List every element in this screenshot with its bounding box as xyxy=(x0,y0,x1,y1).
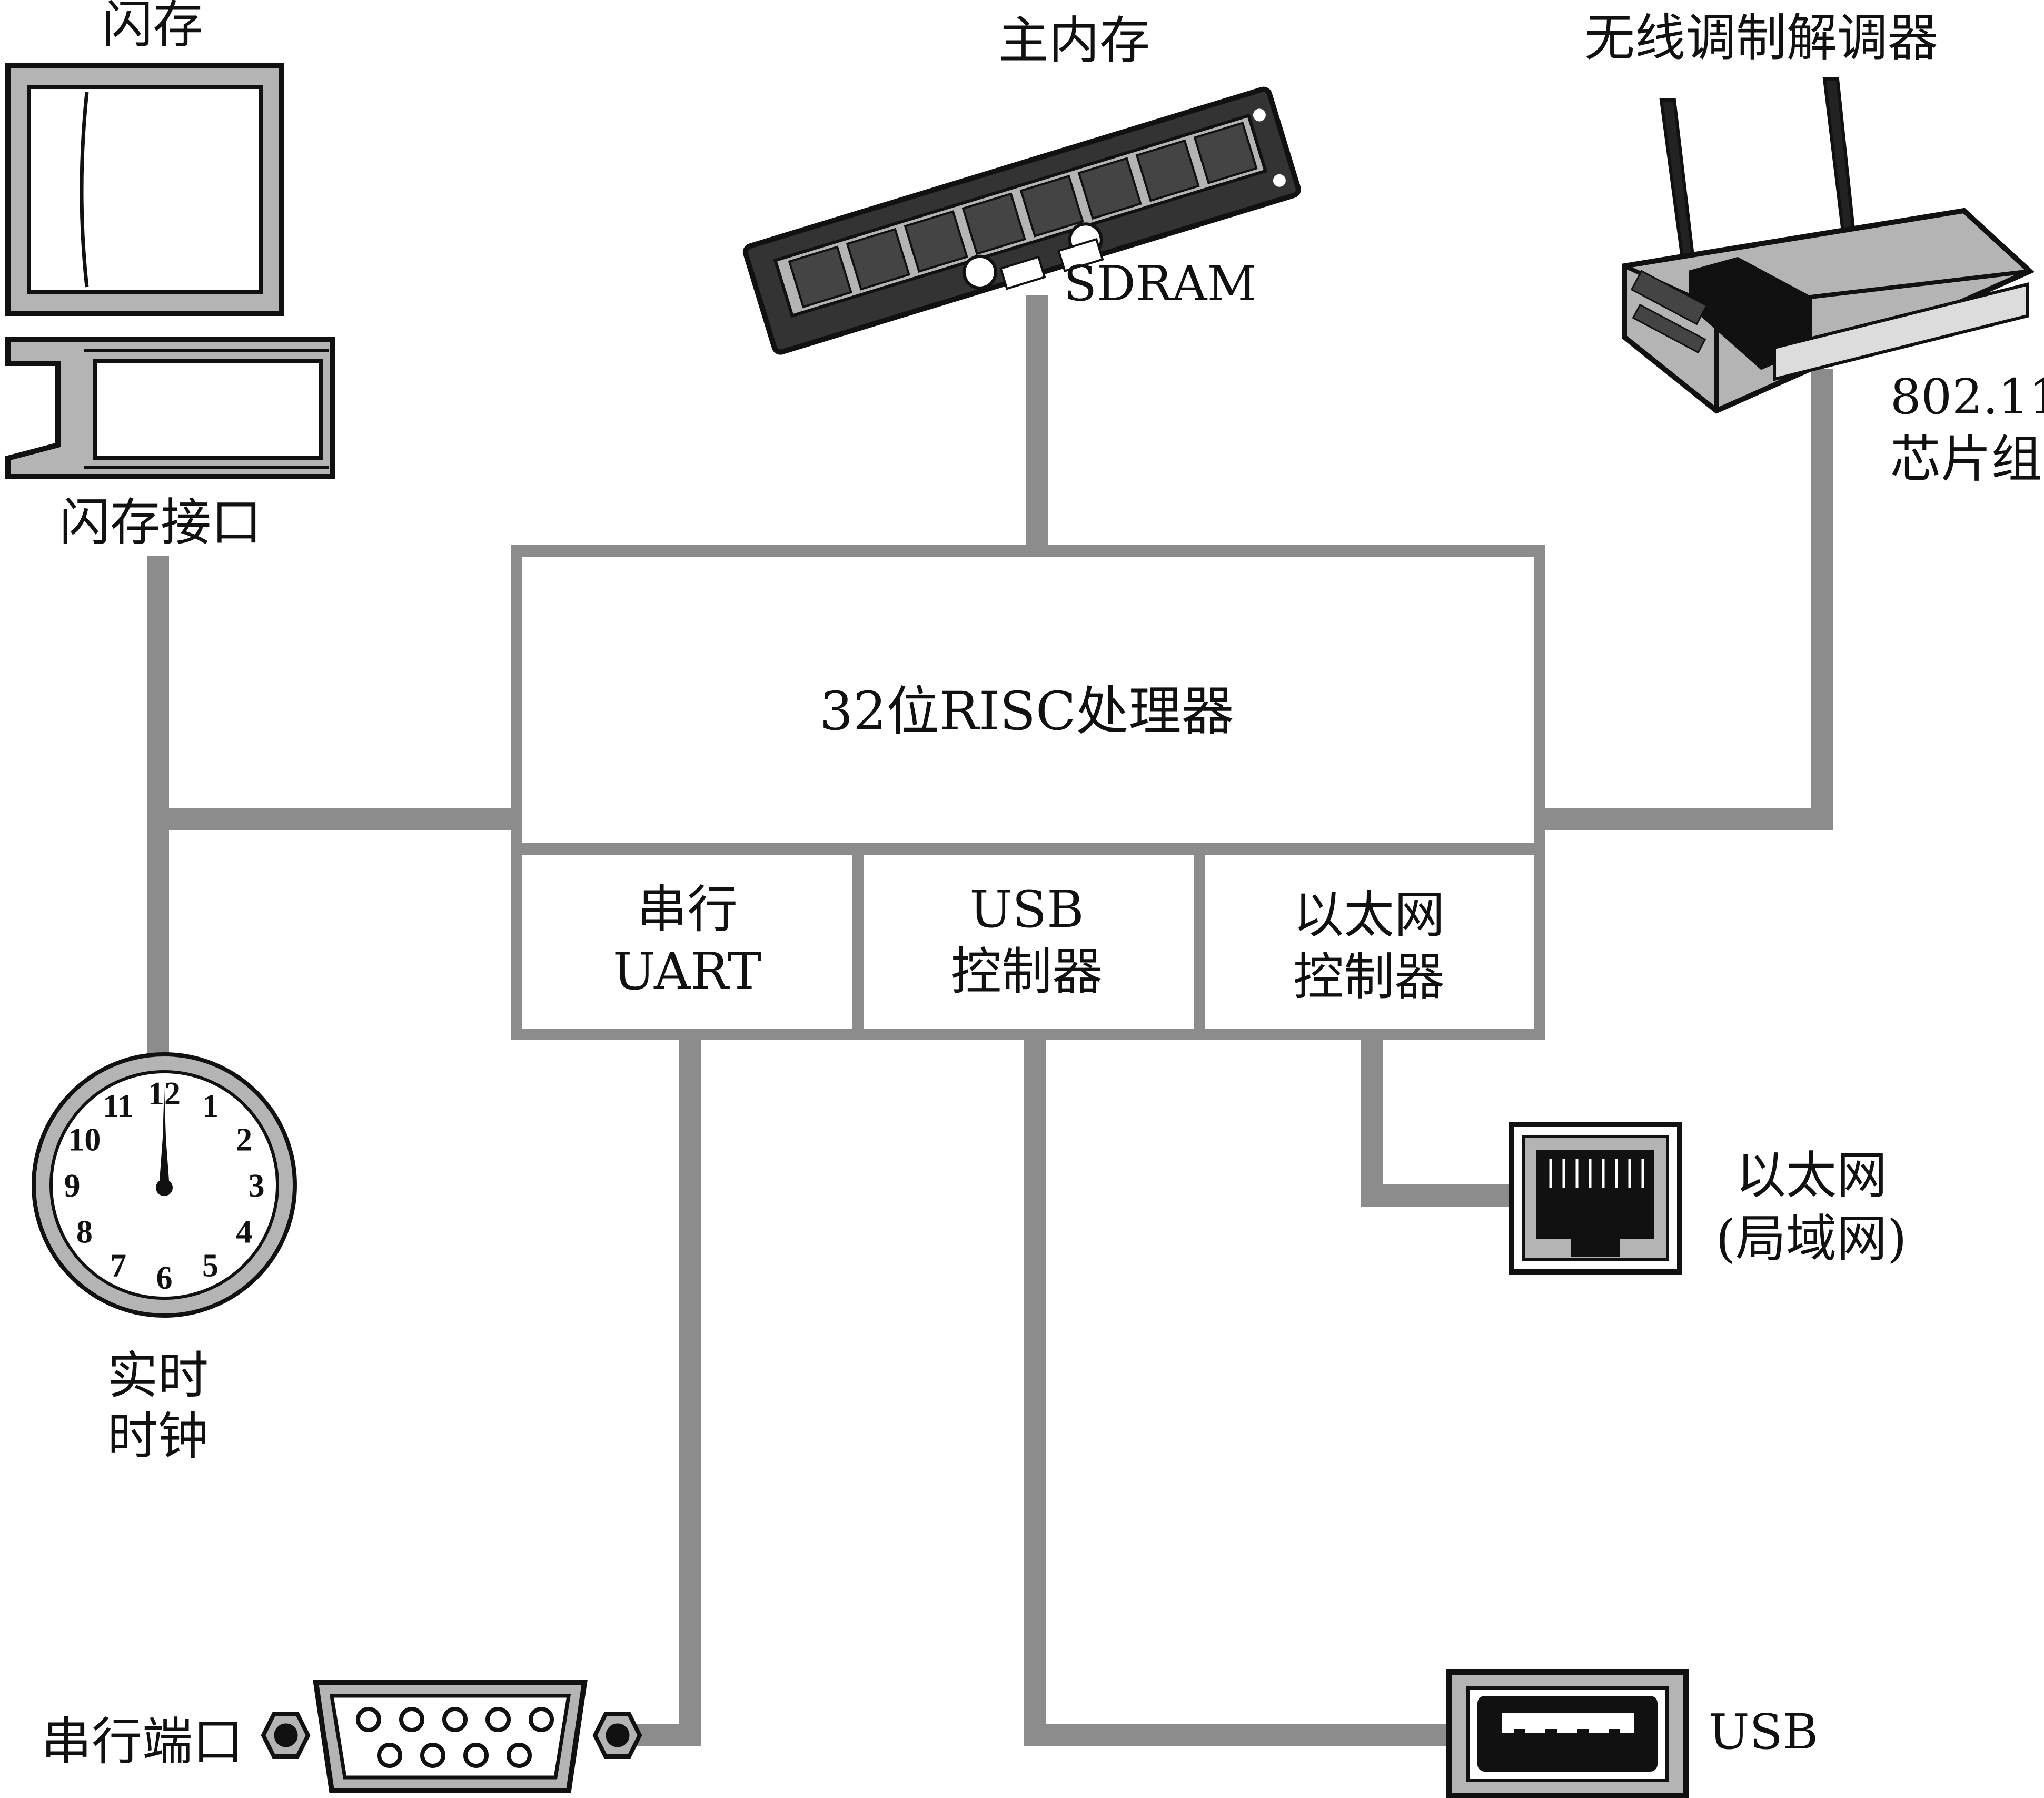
line-uart-to-serial-port xyxy=(624,1040,701,1746)
clock-numerals: 121234567891011 xyxy=(64,1076,265,1296)
wireless-router-icon xyxy=(1622,77,2035,414)
usb-port-label: USB xyxy=(1709,1704,1818,1760)
clock-numeral: 11 xyxy=(103,1088,134,1124)
usb-port-icon xyxy=(1446,1669,1689,1798)
ethernet-label-line1: 以太网 xyxy=(1735,1146,1887,1205)
clock-numeral: 1 xyxy=(202,1088,219,1124)
processor-box xyxy=(511,545,1545,1040)
uart-label-line1: 串行 xyxy=(637,880,738,939)
line-chipset-to-processor xyxy=(1545,369,1833,830)
clock-numeral: 9 xyxy=(64,1168,81,1204)
clock-numeral: 6 xyxy=(156,1260,173,1296)
clock-numeral: 5 xyxy=(202,1248,219,1284)
rj45-port-icon xyxy=(1509,1122,1682,1275)
processor-label: 32位RISC处理器 xyxy=(819,680,1234,742)
ethernet-controller-label-line2: 控制器 xyxy=(1293,947,1445,1006)
ethernet-label-line2: (局域网) xyxy=(1716,1209,1907,1268)
clock-numeral: 8 xyxy=(76,1214,93,1250)
flash-interface-icon xyxy=(5,337,335,479)
sdram-label: SDRAM xyxy=(1064,255,1257,312)
line-usb-to-usb-port xyxy=(1024,1040,1448,1746)
main-memory-label: 主内存 xyxy=(998,11,1150,70)
flash-memory-label: 闪存 xyxy=(102,0,203,54)
usb-controller-label-line1: USB xyxy=(969,880,1084,939)
line-eth-to-rj45 xyxy=(1361,1040,1511,1207)
rtc-label-line1: 实时 xyxy=(107,1346,209,1405)
clock-numeral: 4 xyxy=(236,1214,252,1250)
sdram-module-icon xyxy=(742,86,1301,355)
connection-lines xyxy=(147,295,1833,1746)
processor-block xyxy=(511,545,1545,1040)
clock-numeral: 2 xyxy=(236,1122,252,1158)
chipset-label-line2: 芯片组 xyxy=(1890,430,2042,489)
flash-card-icon xyxy=(5,63,284,316)
wireless-modem-label: 无线调制解调器 xyxy=(1584,8,1938,67)
clock-icon: 121234567891011 xyxy=(32,1052,297,1318)
db9-connector-icon xyxy=(261,1680,642,1793)
uart-label-line2: UART xyxy=(613,942,761,1001)
usb-controller-label-line2: 控制器 xyxy=(951,942,1103,1001)
clock-numeral: 10 xyxy=(68,1122,101,1158)
rtc-label-line2: 时钟 xyxy=(107,1407,209,1466)
flash-interface-label: 闪存接口 xyxy=(59,493,262,552)
ethernet-controller-label-line1: 以太网 xyxy=(1293,885,1445,944)
clock-numeral: 7 xyxy=(110,1248,126,1284)
clock-numeral: 3 xyxy=(249,1168,265,1204)
chipset-label-line1: 802.11 xyxy=(1890,369,2044,425)
serial-port-label: 串行端口 xyxy=(41,1712,243,1771)
